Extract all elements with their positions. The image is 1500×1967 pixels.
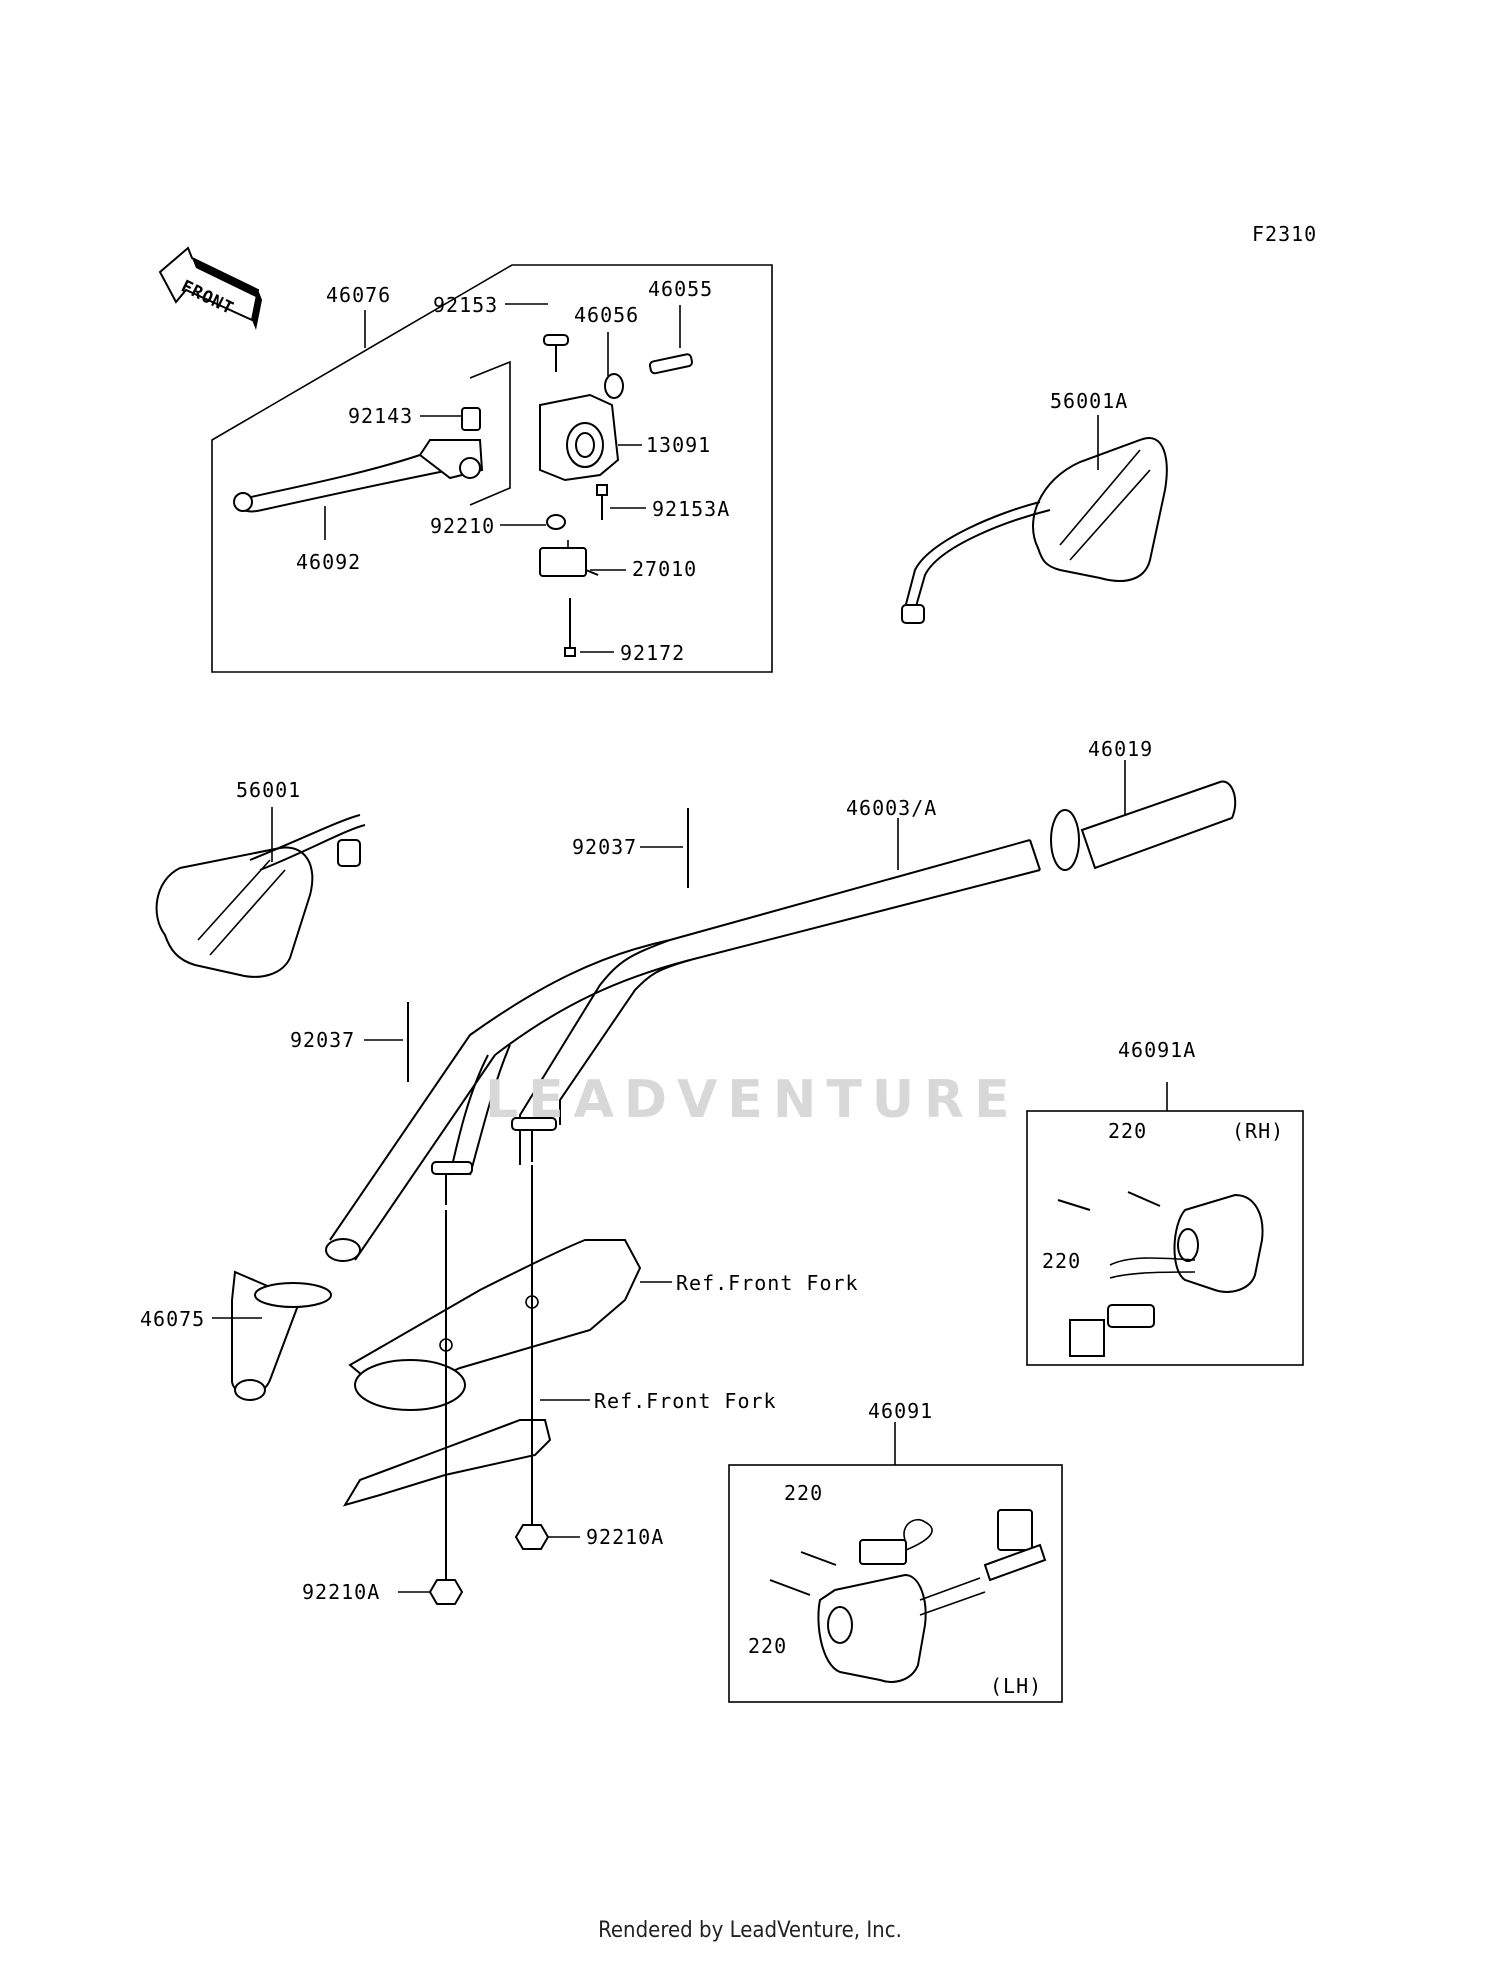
mirror-right <box>901 415 1168 624</box>
grip-right <box>1050 760 1237 871</box>
cable-clip-2 <box>364 1002 409 1082</box>
rh-switch-inset <box>1026 1082 1304 1366</box>
grip-left <box>212 1270 332 1401</box>
label-56001: 56001 <box>236 778 301 802</box>
front-arrow-icon: FRONT <box>158 246 262 330</box>
label-220-a: 220 <box>1108 1119 1147 1143</box>
label-92143: 92143 <box>348 404 413 428</box>
label-lh: (LH) <box>990 1674 1042 1698</box>
label-46076: 46076 <box>326 283 391 307</box>
label-56001A: 56001A <box>1050 389 1128 413</box>
label-46003A: 46003/A <box>846 796 937 820</box>
label-13091: 13091 <box>646 433 711 457</box>
lh-switch-inset <box>728 1422 1063 1703</box>
cable-clip-1 <box>640 808 689 888</box>
label-92210A-a: 92210A <box>302 1580 380 1604</box>
label-220-c: 220 <box>784 1481 823 1505</box>
label-92172: 92172 <box>620 641 685 665</box>
watermark: LEADVENTURE <box>485 1070 1020 1130</box>
label-220-d: 220 <box>748 1634 787 1658</box>
handlebar <box>325 818 1041 1262</box>
label-ref-front-fork-1: Ref.Front Fork <box>676 1271 859 1295</box>
figure-code: F2310 <box>1252 222 1317 246</box>
lever-assembly-inset <box>211 264 773 673</box>
label-46019: 46019 <box>1088 737 1153 761</box>
label-220-b: 220 <box>1042 1249 1081 1273</box>
handlebar-holder <box>342 1165 672 1605</box>
mirror-left <box>155 807 366 978</box>
footer-credit: Rendered by LeadVenture, Inc. <box>598 1918 902 1943</box>
label-46092: 46092 <box>296 550 361 574</box>
label-ref-front-fork-2: Ref.Front Fork <box>594 1389 777 1413</box>
label-46091A: 46091A <box>1118 1038 1196 1062</box>
label-27010: 27010 <box>632 557 697 581</box>
label-92210: 92210 <box>430 514 495 538</box>
label-46091: 46091 <box>868 1399 933 1423</box>
label-92153A: 92153A <box>652 497 730 521</box>
label-46055: 46055 <box>648 277 713 301</box>
label-92037a: 92037 <box>572 835 637 859</box>
label-92210A-b: 92210A <box>586 1525 664 1549</box>
label-rh: (RH) <box>1232 1119 1284 1143</box>
label-46056: 46056 <box>574 303 639 327</box>
clutch-lever <box>236 443 452 513</box>
label-92153: 92153 <box>433 293 498 317</box>
label-46075: 46075 <box>140 1307 205 1331</box>
label-92037b: 92037 <box>290 1028 355 1052</box>
